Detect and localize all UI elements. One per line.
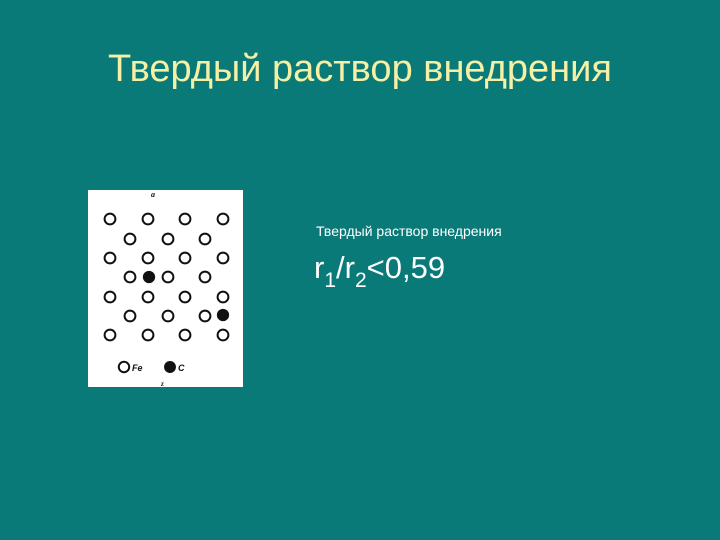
fe-atom: [216, 328, 230, 342]
fe-atom: [103, 212, 117, 226]
fe-atom: [161, 232, 175, 246]
fe-atom-legend-symbol: [117, 360, 131, 374]
interstitial-lattice-figure: a Fe C z: [88, 190, 243, 387]
fe-atom: [123, 309, 137, 323]
fe-atom: [216, 212, 230, 226]
lattice-atoms: [103, 212, 230, 342]
fe-atom: [161, 309, 175, 323]
figure-top-label: a: [151, 190, 155, 199]
fe-atom: [216, 251, 230, 265]
r1-subscript: 1: [324, 269, 337, 292]
figure-legend: Fe C: [117, 360, 185, 374]
legend-fe-label: Fe: [132, 363, 143, 373]
fe-atom: [123, 232, 137, 246]
fe-atom: [141, 328, 155, 342]
figure-bottom-label: z: [160, 380, 164, 387]
fe-atom: [103, 290, 117, 304]
fe-atom: [178, 328, 192, 342]
fe-atom: [198, 309, 212, 323]
c-atom: [216, 308, 230, 322]
fe-atom: [123, 270, 137, 284]
fe-atom: [178, 212, 192, 226]
lattice-diagram: a Fe C z: [103, 190, 230, 387]
fe-atom: [198, 270, 212, 284]
fe-atom: [141, 290, 155, 304]
radius-ratio-formula: r1/r2<0,59: [314, 248, 446, 291]
ratio-limit: <0,59: [366, 250, 446, 285]
c-atom: [142, 270, 156, 284]
fraction-slash: /: [336, 250, 345, 285]
slide-title: Твердый раствор внедрения: [108, 48, 612, 90]
r2-symbol: r: [344, 250, 355, 285]
fe-atom: [161, 270, 175, 284]
fe-atom: [141, 251, 155, 265]
legend-c-label: C: [178, 363, 185, 373]
r2-subscript: 2: [354, 269, 367, 292]
fe-atom: [178, 251, 192, 265]
fe-atom: [103, 328, 117, 342]
fe-atom: [198, 232, 212, 246]
c-atom-legend-symbol: [164, 361, 176, 373]
fe-atom: [141, 212, 155, 226]
caption-text: Твердый раствор внедрения: [316, 223, 502, 239]
r1-symbol: r: [314, 250, 325, 285]
fe-atom: [103, 251, 117, 265]
fe-atom: [216, 290, 230, 304]
fe-atom: [178, 290, 192, 304]
